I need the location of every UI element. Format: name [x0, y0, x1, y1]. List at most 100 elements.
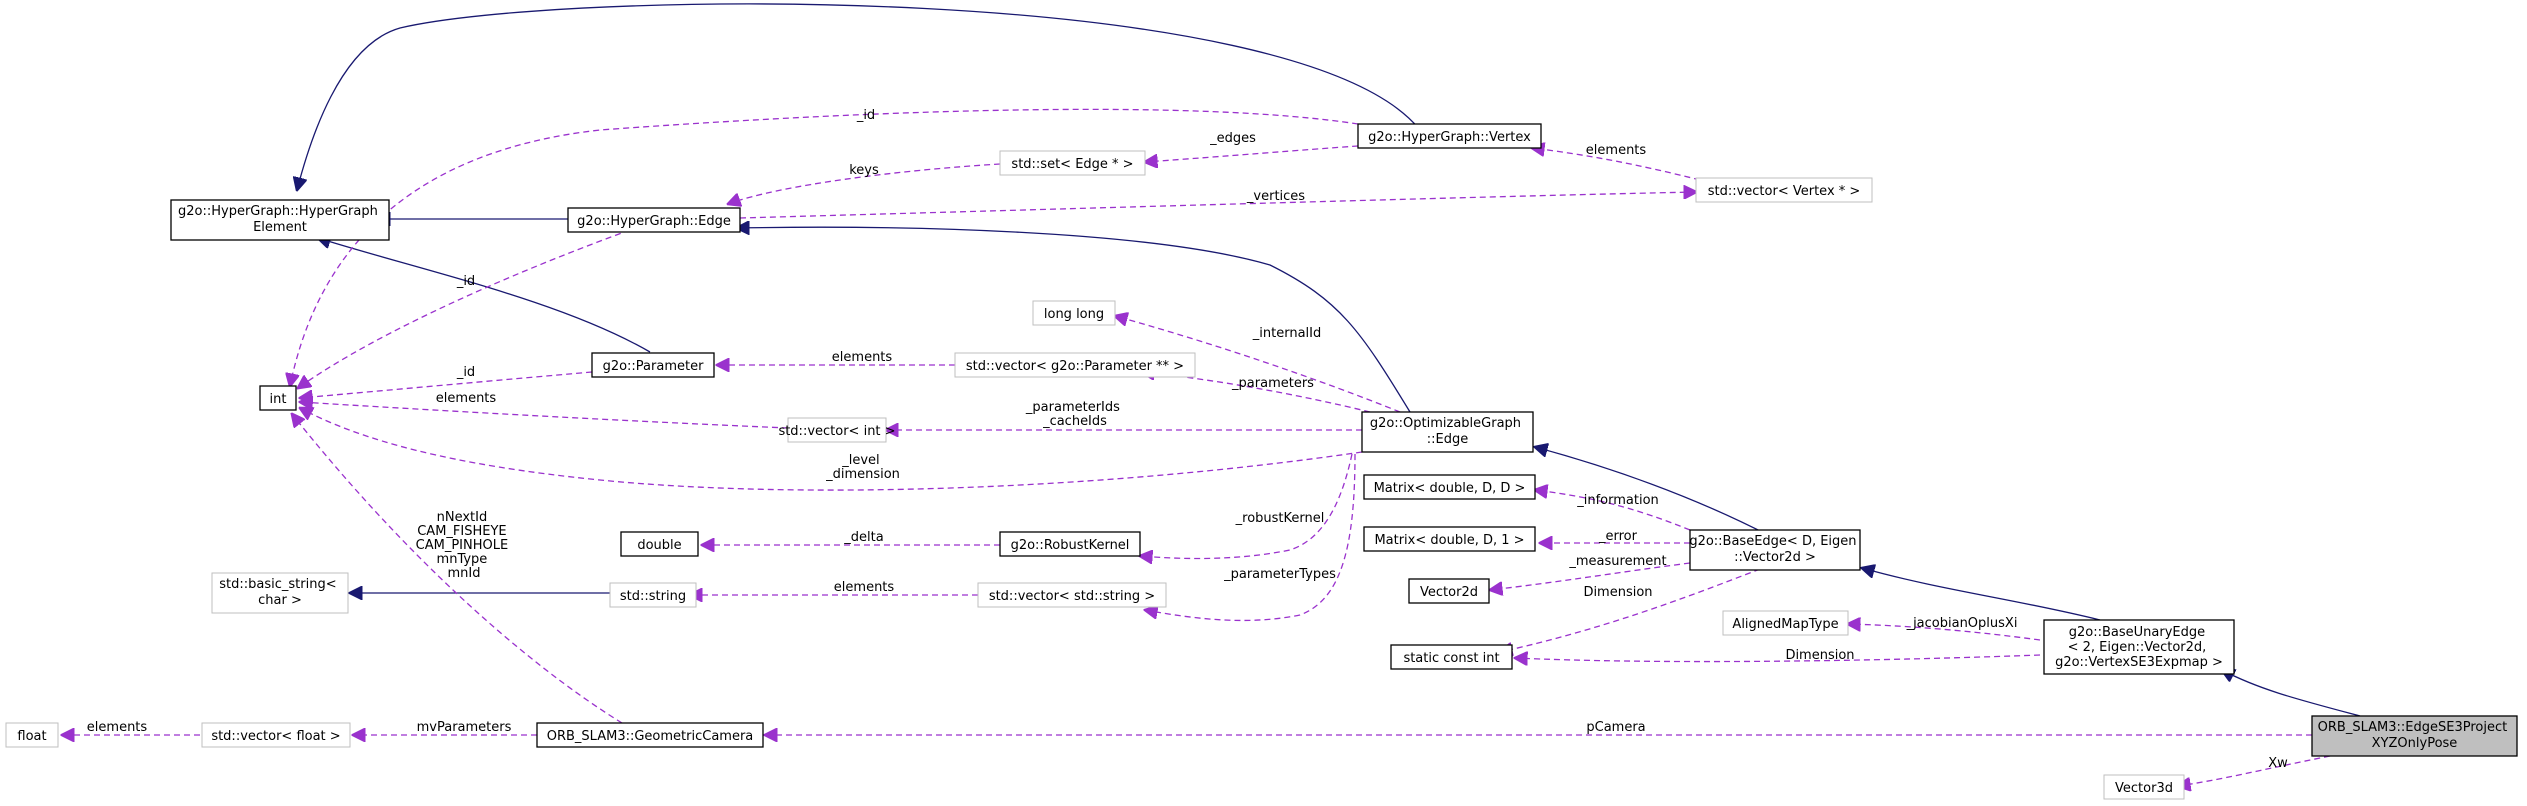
edge-baseedge-dimension-to-staticint [1500, 568, 1761, 652]
edge-label: elements [1586, 143, 1647, 158]
edges [62, 3, 2361, 786]
edge-vecint-to-int [300, 402, 789, 429]
edge-vertex-edges-to-set [1145, 145, 1359, 162]
node-int[interactable]: int [259, 385, 297, 411]
node-g2o-base-unary-edge[interactable]: g2o::BaseUnaryEdge < 2, Eigen::Vector2d,… [2043, 619, 2235, 675]
edge-label: Dimension [1583, 585, 1652, 600]
node-std-vector-int[interactable]: std::vector< int > [778, 417, 896, 443]
svg-text:g2o::Parameter: g2o::Parameter [603, 359, 705, 374]
node-vector3d[interactable]: Vector3d [2103, 774, 2185, 800]
edge-set-keys-to-hgedge [728, 163, 1001, 204]
node-float[interactable]: float [5, 722, 59, 748]
svg-text:static const int: static const int [1403, 651, 1499, 666]
node-std-set-edge[interactable]: std::set< Edge * > [999, 150, 1146, 176]
edge-label: _measurement [1568, 554, 1666, 569]
node-double[interactable]: double [620, 531, 699, 557]
edge-label: mvParameters [417, 720, 512, 735]
edge-optedge-paramtypes-to-vecstring [1145, 453, 1356, 622]
node-geometric-camera[interactable]: ORB_SLAM3::GeometricCamera [536, 722, 764, 748]
node-long-long[interactable]: long long [1032, 300, 1116, 326]
edge-hgedge-id-to-int [298, 229, 631, 388]
svg-text:int: int [270, 392, 287, 407]
svg-text:AlignedMapType: AlignedMapType [1732, 617, 1838, 632]
svg-text:g2o::OptimizableGraph: g2o::OptimizableGraph ::Edge [1370, 416, 1525, 447]
edge-label: _id [856, 108, 875, 123]
edge-label: _robustKernel [1235, 511, 1325, 526]
edge-label: _error [1598, 529, 1638, 544]
node-g2o-parameter[interactable]: g2o::Parameter [591, 352, 715, 378]
svg-text:g2o::BaseUnaryEdge < 2: g2o::BaseUnaryEdge < 2, Eigen::Vector2d,… [2055, 625, 2223, 670]
node-static-const-int[interactable]: static const int [1390, 644, 1513, 670]
edge-label: _level _dimension [825, 453, 900, 482]
edge-label: _parameterIds _cacheIds [1025, 400, 1124, 429]
node-g2o-base-edge[interactable]: g2o::BaseEdge< D, Eigen ::Vector2d > [1689, 529, 1861, 571]
edge-unary-jacobian-to-alignedmap [1848, 624, 2041, 641]
edge-label: _edges [1209, 131, 1256, 146]
svg-text:Matrix< double, D, D >: Matrix< double, D, D > [1374, 481, 1526, 496]
edge-geocam-consts-to-int [292, 414, 623, 724]
edge-hgedge-vertices-to-vecvertex [739, 192, 1696, 219]
node-std-vector-float[interactable]: std::vector< float > [201, 722, 351, 748]
svg-text:Vector2d: Vector2d [1420, 585, 1478, 600]
edge-label: Dimension [1785, 648, 1854, 663]
svg-text:g2o::BaseEdge< D, Eigen: g2o::BaseEdge< D, Eigen ::Vector2d > [1689, 534, 1860, 565]
node-std-basic-string[interactable]: std::basic_string< char > [211, 572, 349, 614]
edge-vecvertex-to-vertex [1532, 148, 1701, 181]
svg-text:std::vector< float >: std::vector< float > [211, 729, 340, 744]
edge-labels: _id _edges elements keys _vertices _id _… [87, 108, 2288, 771]
node-g2o-robust-kernel[interactable]: g2o::RobustKernel [999, 531, 1141, 557]
svg-text:std::vector< Vertex * >: std::vector< Vertex * > [1708, 184, 1861, 199]
node-std-string[interactable]: std::string [609, 582, 697, 608]
svg-text:g2o::HyperGraph::Vertex: g2o::HyperGraph::Vertex [1368, 130, 1531, 145]
edge-label: elements [87, 720, 148, 735]
nodes: g2o::HyperGraph::Vertex std::set< Edge *… [5, 123, 2518, 800]
node-matrix-double-d-d[interactable]: Matrix< double, D, D > [1363, 474, 1536, 500]
edge-label: _information [1576, 493, 1659, 508]
edge-label: keys [849, 163, 879, 178]
edge-label: _id [456, 274, 475, 289]
svg-text:std::string: std::string [620, 589, 686, 604]
svg-text:std::vector< int >: std::vector< int > [778, 424, 895, 439]
svg-text:long long: long long [1044, 307, 1104, 322]
svg-text:std::vector< std::string >: std::vector< std::string > [989, 589, 1155, 604]
edge-unary-to-baseedge [1862, 568, 2101, 621]
node-vector2d[interactable]: Vector2d [1408, 578, 1490, 604]
edge-label: Xw [2268, 756, 2288, 771]
edge-baseedge-measurement-to-vector2d [1490, 562, 1691, 590]
edge-optedge-internalid-to-longlong [1115, 316, 1401, 413]
edge-label: _delta [843, 530, 883, 545]
edge-label: pCamera [1586, 720, 1645, 735]
svg-text:ORB_SLAM3::GeometricCamera: ORB_SLAM3::GeometricCamera [547, 729, 754, 744]
edge-baseedge-to-optedge [1535, 447, 1771, 537]
svg-text:Vector3d: Vector3d [2115, 781, 2173, 796]
svg-text:std::basic_string< cha: std::basic_string< char > [219, 577, 340, 608]
edge-optedge-robustkernel-to-robustkernel [1140, 453, 1353, 558]
edge-label: _parameterTypes [1223, 567, 1336, 582]
svg-text:float: float [17, 729, 46, 744]
svg-text:g2o::HyperGraph::HyperGraph: g2o::HyperGraph::HyperGraph Element [178, 204, 382, 235]
node-matrix-double-d-1[interactable]: Matrix< double, D, 1 > [1363, 526, 1536, 552]
edge-label: elements [436, 391, 497, 406]
node-hypergraph-vertex[interactable]: g2o::HyperGraph::Vertex [1357, 123, 1542, 149]
edge-vertex-id-to-int [290, 108, 1359, 386]
edge-se3-xw-to-vector3d [2178, 755, 2331, 786]
node-optimizable-graph-edge[interactable]: g2o::OptimizableGraph ::Edge [1361, 411, 1534, 453]
edge-label: _internalId [1252, 326, 1321, 341]
node-edge-se3-project-xyz-only-pose[interactable]: ORB_SLAM3::EdgeSE3Project XYZOnlyPose [2311, 715, 2518, 757]
node-std-vector-vertex[interactable]: std::vector< Vertex * > [1695, 177, 1873, 203]
edge-label: elements [832, 350, 893, 365]
svg-text:double: double [637, 538, 681, 553]
node-hypergraph-edge[interactable]: g2o::HyperGraph::Edge [567, 207, 741, 233]
node-aligned-map-type[interactable]: AlignedMapType [1722, 610, 1849, 636]
svg-text:g2o::HyperGraph::Edge: g2o::HyperGraph::Edge [577, 214, 731, 229]
svg-text:std::vector< g2o::Parameter **: std::vector< g2o::Parameter ** > [966, 359, 1184, 374]
edge-baseedge-information-to-matrixdd [1535, 490, 1691, 531]
node-hypergraph-element[interactable]: g2o::HyperGraph::HyperGraph Element [170, 199, 390, 241]
edge-label: nNextId CAM_FISHEYE CAM_PINHOLE mnType m… [416, 510, 513, 581]
edge-label: _parameters [1231, 376, 1314, 391]
svg-text:g2o::RobustKernel: g2o::RobustKernel [1011, 538, 1130, 553]
node-std-vector-parameter[interactable]: std::vector< g2o::Parameter ** > [954, 352, 1196, 378]
edge-label: elements [834, 580, 895, 595]
node-std-vector-string[interactable]: std::vector< std::string > [977, 582, 1167, 608]
